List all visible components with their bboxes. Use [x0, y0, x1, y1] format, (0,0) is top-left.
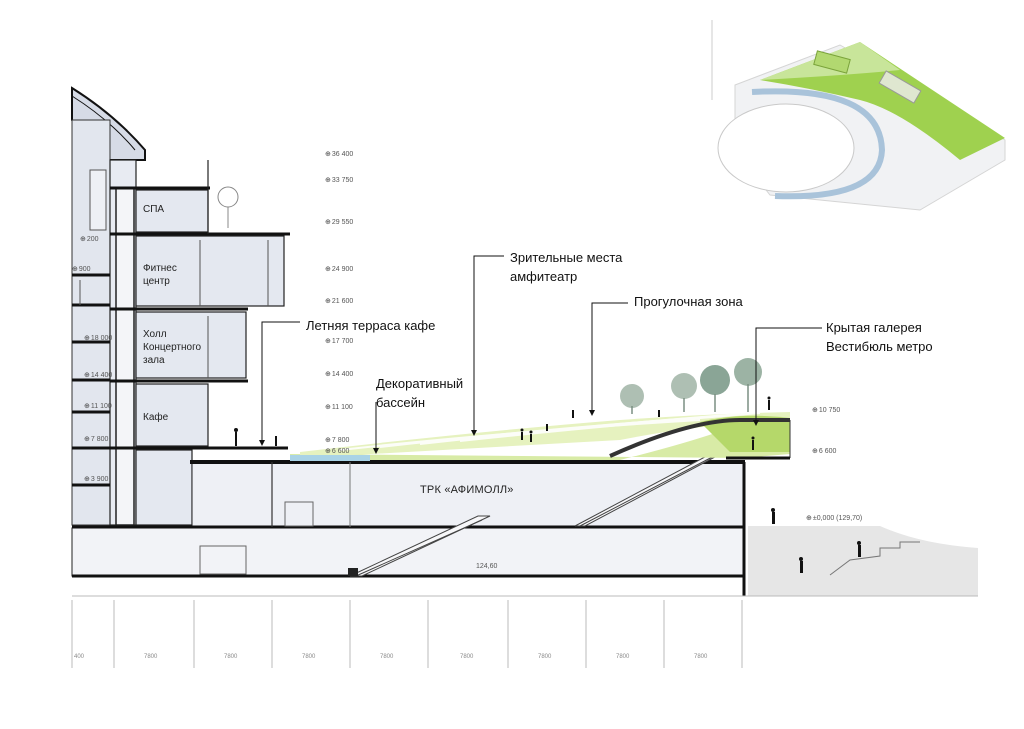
- level-mark-left-partial: 900: [72, 265, 91, 273]
- axis-tick-label: 7800: [380, 654, 394, 660]
- level-mark-left: 11 100: [84, 402, 112, 410]
- level-mark-left: 7 800: [84, 435, 109, 443]
- level-mark: 7 800: [325, 436, 350, 444]
- callout-pool-line1: Декоративный: [376, 376, 464, 391]
- room-label-cafe: Кафе: [143, 412, 169, 423]
- axis-tick-label: 400: [74, 654, 85, 660]
- level-mark-right: ±0,000 (129,70): [806, 514, 862, 522]
- callout-gallery-line1: Крытая галерея: [826, 320, 922, 335]
- level-mark: 14 400: [325, 370, 353, 378]
- level-mark: 11 100: [325, 403, 353, 411]
- room-label-fitness: Фитнес центр: [143, 262, 177, 288]
- axis-tick-label: 7800: [538, 654, 552, 660]
- callout-promenade: Прогулочная зона: [634, 294, 743, 309]
- room-fitness: [135, 235, 285, 307]
- basement-level: 124,60: [476, 563, 498, 570]
- level-mark: 29 550: [325, 218, 353, 226]
- callout-seats-line1: Зрительные места: [510, 250, 623, 265]
- level-mark: 24 900: [325, 265, 353, 273]
- axis-tick-label: 7800: [616, 654, 630, 660]
- room-label-hall-line3: зала: [143, 355, 165, 366]
- axis-tick-label: 7800: [144, 654, 158, 660]
- axis-tick-label: 7800: [224, 654, 238, 660]
- callout-seats-line2: амфитеатр: [510, 269, 578, 284]
- level-mark: 33 750: [325, 176, 353, 184]
- axis-tick-label: 7800: [302, 654, 316, 660]
- mall-block: [71, 449, 746, 596]
- terrain-right: [748, 508, 978, 596]
- level-mark-left-partial: 200: [80, 235, 99, 243]
- room-label-hall-line1: Холл: [143, 329, 167, 340]
- callout-seats: Зрительные места амфитеатр: [510, 248, 622, 286]
- level-mark: 17 700: [325, 337, 353, 345]
- room-hall: [135, 311, 247, 379]
- bottom-axis: [71, 595, 978, 668]
- callout-pool: Декоративный бассейн: [376, 374, 463, 412]
- axis-tick-label: 7800: [694, 654, 708, 660]
- mall-label: ТРК «АФИМОЛЛ»: [420, 484, 514, 496]
- level-mark: 21 600: [325, 297, 353, 305]
- level-mark-right: 6 600: [812, 447, 837, 455]
- level-mark: 36 400: [325, 150, 353, 158]
- left-building: [71, 86, 290, 526]
- callout-gallery: Крытая галерея Вестибюль метро: [826, 318, 933, 356]
- room-label-spa: СПА: [143, 204, 165, 215]
- callout-terrace: Летняя терраса кафе: [306, 318, 436, 333]
- room-label-fitness-line1: Фитнес: [143, 263, 177, 274]
- level-mark-left: 18 000: [84, 334, 112, 342]
- level-mark-left: 14 400: [84, 371, 112, 379]
- green-roof: [290, 358, 791, 461]
- level-mark-left: 3 900: [84, 475, 109, 483]
- callout-gallery-line2: Вестибюль метро: [826, 339, 933, 354]
- leader-lines: [261, 255, 822, 448]
- room-cafe: [135, 383, 209, 447]
- callout-pool-line2: бассейн: [376, 395, 426, 410]
- room-label-fitness-line2: центр: [143, 276, 170, 287]
- axonometric-thumbnail: [711, 20, 1006, 211]
- level-mark: 6 600: [325, 447, 350, 455]
- room-label-hall-line2: Концертного: [143, 342, 202, 353]
- axis-tick-label: 7800: [460, 654, 474, 660]
- room-label-hall: Холл Концертного зала: [143, 328, 201, 367]
- level-mark-right: 10 750: [812, 406, 840, 414]
